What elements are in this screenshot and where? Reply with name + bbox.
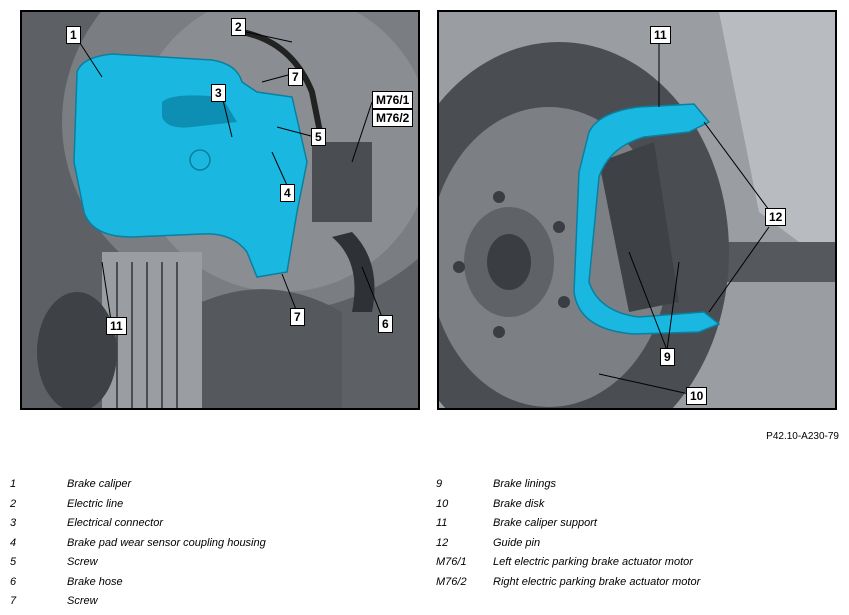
legend-number: M76/2 xyxy=(436,575,467,588)
wheel-bolt-holes xyxy=(453,191,570,338)
callout-label: M76/1 xyxy=(372,91,414,109)
legend-text: Brake disk xyxy=(493,497,545,510)
legend-number: 4 xyxy=(10,536,17,549)
legend-text: Screw xyxy=(67,556,98,568)
brake-caliper-support xyxy=(573,103,721,335)
legend-row: 11 Brake caliper support xyxy=(436,517,836,537)
legend-number: 10 xyxy=(436,497,449,510)
callout-label: 3 xyxy=(211,84,226,102)
brake-caliper xyxy=(73,53,308,278)
legend-text: Right electric parking brake actuator mo… xyxy=(493,575,701,588)
callout-label: 4 xyxy=(280,184,295,202)
legend-row: M76/2 Right electric parking brake actuat… xyxy=(436,576,836,596)
callout-label: 6 xyxy=(378,315,393,333)
disk-vents xyxy=(116,262,178,408)
callout-label: 7 xyxy=(290,308,305,326)
callout-label: 11 xyxy=(650,26,671,44)
actuator-motor xyxy=(312,142,372,222)
legend-text: Brake linings xyxy=(493,478,556,490)
legend-text: Screw xyxy=(67,595,98,607)
callout-label: 9 xyxy=(660,348,675,366)
legend-row: 5 Screw xyxy=(10,556,410,576)
left-illustration-drawing xyxy=(22,12,418,408)
callout-label: 12 xyxy=(765,208,787,226)
callout-label: 7 xyxy=(288,68,303,86)
brake-linings xyxy=(599,142,679,312)
legend-row: 12 Guide pin xyxy=(436,537,836,557)
legend-number: 1 xyxy=(10,478,17,490)
legend-text: Electrical connector xyxy=(67,517,163,529)
legend-number: 3 xyxy=(10,517,17,529)
legend-row: 7 Screw xyxy=(10,595,410,615)
legend-text: Brake caliper support xyxy=(493,517,597,529)
legend-number: 11 xyxy=(436,517,448,529)
legend-row: 9 Brake linings xyxy=(436,478,836,498)
legend-number: 9 xyxy=(436,478,443,490)
legend-text: Brake hose xyxy=(67,575,123,588)
legend-number: 2 xyxy=(10,497,17,510)
right-illustration: 11 12 9 10 xyxy=(437,10,837,410)
leader-lines xyxy=(77,31,385,328)
hub-flange xyxy=(37,292,117,408)
callout-label: M76/2 xyxy=(372,109,414,127)
legend-text: Electric line xyxy=(67,497,124,510)
legend-number: M76/1 xyxy=(436,556,467,568)
legend-number: 5 xyxy=(10,556,17,568)
callout-label: 11 xyxy=(106,317,127,335)
legend-row: 6 Brake hose xyxy=(10,576,410,596)
electric-line xyxy=(241,29,325,143)
suspension-arm xyxy=(719,12,835,269)
axle-shaft xyxy=(202,289,342,408)
legend-text: Brake caliper xyxy=(67,478,132,490)
leader-lines xyxy=(598,42,770,395)
legend-row: 10 Brake disk xyxy=(436,498,836,518)
legend-number: 7 xyxy=(10,595,17,607)
callout-label: 2 xyxy=(231,18,246,36)
legend-number: 6 xyxy=(10,575,17,588)
left-illustration: 1 2 3 7 5 M76/1 M76/2 4 11 7 6 xyxy=(20,10,420,410)
legend-row: 4 Brake pad wear sensor coupling housing xyxy=(10,537,410,557)
legend-row: M76/1 Left electric parking brake actuato… xyxy=(436,556,836,576)
caliper-logo xyxy=(189,149,211,171)
legend-row: 1 Brake caliper xyxy=(10,478,410,498)
callout-label: 5 xyxy=(311,128,326,146)
caliper-window xyxy=(162,95,237,128)
legend-right: 9 Brake linings 10 Brake disk 11 Brake cali… xyxy=(436,478,836,595)
legend-text: Brake pad wear sensor coupling housing xyxy=(67,536,266,549)
figure-id: P42.10-A230-79 xyxy=(766,431,839,442)
legend-text: Left electric parking brake actuator mot… xyxy=(493,556,693,568)
legend-row: 3 Electrical connector xyxy=(10,517,410,537)
legend-left: 1 Brake caliper 2 Electric line 3 Electrica… xyxy=(10,478,410,615)
right-illustration-drawing xyxy=(439,12,835,408)
callout-label: 10 xyxy=(686,387,708,405)
legend-number: 12 xyxy=(436,536,449,549)
hub-center xyxy=(487,234,531,290)
legend-text: Guide pin xyxy=(493,536,541,549)
legend-row: 2 Electric line xyxy=(10,498,410,518)
brake-hose-line xyxy=(332,232,375,312)
callout-label: 1 xyxy=(66,26,81,44)
